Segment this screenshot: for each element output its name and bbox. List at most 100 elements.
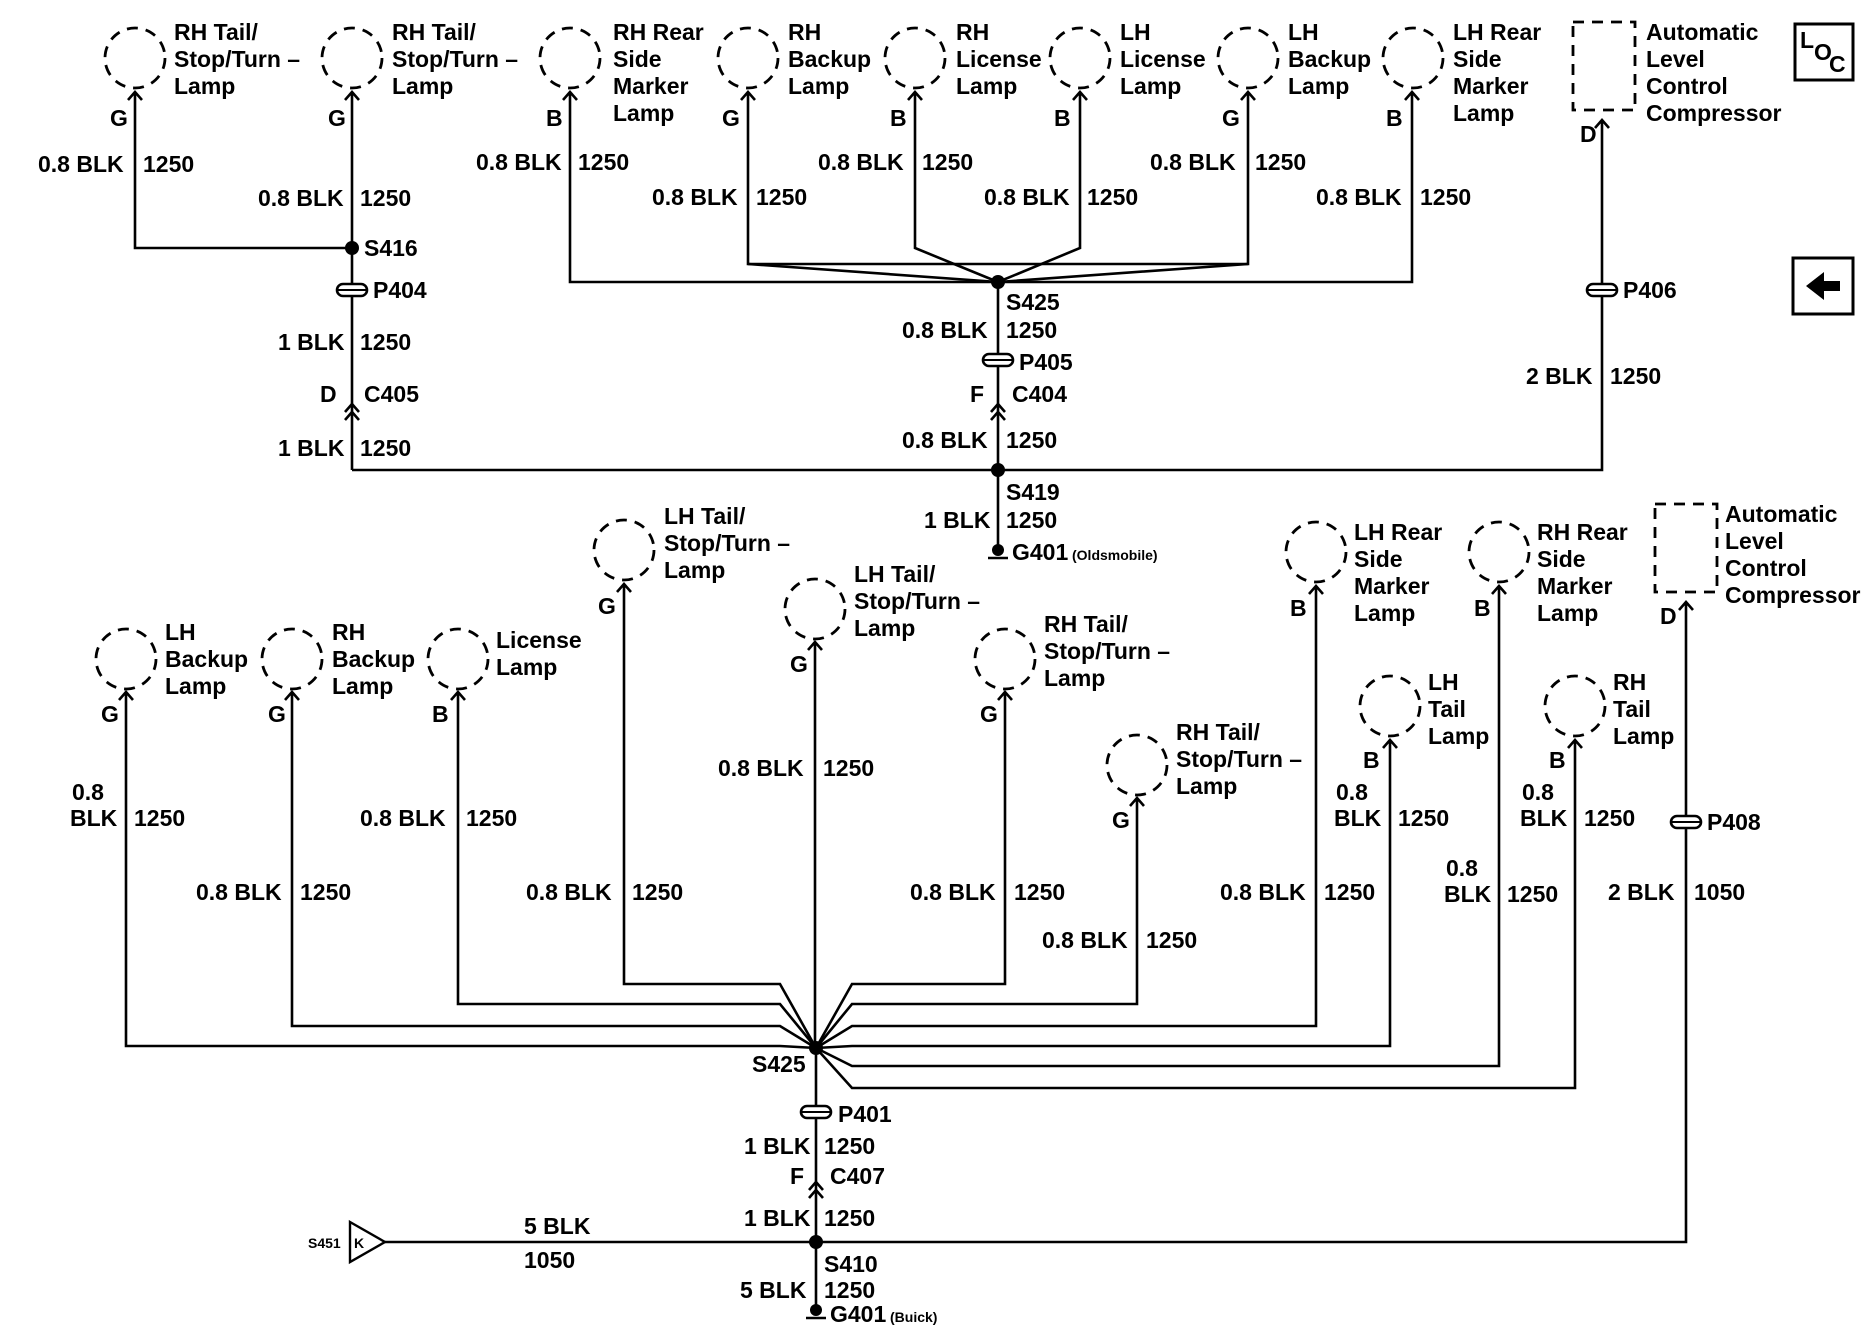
loc-icon: L O C [1793,22,1855,82]
label-line: Backup [788,46,871,72]
pin-b: B [1474,595,1491,621]
pin-g: G [268,701,286,727]
wire-top-bus-b [740,90,1256,266]
label-line: Lamp [1453,100,1514,126]
label-line: Side [1537,546,1586,572]
lamp-lh-backup [1216,26,1280,90]
circuit-number: 1250 [143,151,194,177]
wire-size: 1 BLK [744,1205,811,1231]
connector-label-c407: C407 [830,1163,885,1189]
passthrough-p404 [335,282,369,298]
connector-c405 [344,402,360,421]
label-line: RH [788,19,821,45]
wire-size: 0.8 BLK [526,879,612,905]
ground-g401-buick-icon [806,1304,826,1320]
lamp-lh-backup-b [94,627,158,691]
label-line: LH Rear [1453,19,1541,45]
label-line: Compressor [1725,582,1861,608]
splice-label-s416: S416 [364,235,418,261]
pin-k: K [354,1235,364,1251]
label-rh-tail-b: RH Tail/Stop/Turn –Lamp [392,19,518,99]
ground-label-oldsmobile: (Oldsmobile) [1072,547,1158,563]
lamp-lh-tail [1358,674,1422,738]
label-line: RH Tail/ [1044,611,1129,637]
label-line: Lamp [854,615,915,641]
wire-bottom-ground-bus [385,600,1694,1244]
lamp-symbols-bottom [94,502,1719,797]
lamp-rh-tail [1543,674,1607,738]
passthrough-p401 [799,1104,833,1120]
circuit-number: 1250 [578,149,629,175]
lamp-rh-backup [716,26,780,90]
circuit-number: 1250 [824,1133,875,1159]
label-line: LH [165,619,196,645]
label-line: LH Tail/ [854,561,936,587]
wire-rh-tail-b-trunk [344,90,360,470]
label-line: RH Rear [1537,519,1628,545]
label-line: Marker [1354,573,1429,599]
loc-letter-o: O [1814,39,1832,65]
label-line: Lamp [165,673,226,699]
wire-rh-tail-b [814,796,1145,1049]
wire-size: 0.8 BLK [902,427,988,453]
wire-lh-tail-a [616,582,818,1049]
label-line: LH [1288,19,1319,45]
circuit-number: 1250 [1087,184,1138,210]
splice-s419 [991,463,1005,477]
label-line: Lamp [613,100,674,126]
circuit-number: 1250 [1014,879,1065,905]
splice-s416 [345,241,359,255]
wire-size: 0.8 BLK [984,184,1070,210]
circuit-number: 1250 [1006,317,1057,343]
circuit-number: 1250 [360,329,411,355]
lamp-lh-rear-side-marker [1381,26,1445,90]
label-line: Lamp [1120,73,1181,99]
lamp-rh-backup-b [260,627,324,691]
labels-top: RH Tail/Stop/Turn –Lamp RH Tail/Stop/Tur… [38,19,1782,565]
ground-label-buick: (Buick) [890,1309,937,1325]
pin-b: B [1290,595,1307,621]
passthrough-p408 [1669,814,1703,830]
wire-size: 0.8 BLK [902,317,988,343]
passthrough-label-p404: P404 [373,277,427,303]
lamp-rh-rear-side-marker-b [1467,520,1531,584]
label-line: Stop/Turn – [664,530,790,556]
pin-b: B [432,701,449,727]
label-line: Lamp [1044,665,1105,691]
label-line: Backup [165,646,248,672]
back-arrow-icon[interactable] [1791,256,1855,316]
label-line: RH Tail/ [392,19,477,45]
label-line: Control [1725,555,1807,581]
label-line: Lamp [174,73,235,99]
circuit-number: 1250 [1146,927,1197,953]
label-line: Stop/Turn – [1044,638,1170,664]
label-rh-tail-a: RH Tail/Stop/Turn –Lamp [174,19,300,99]
s451-arrow-icon [348,1219,388,1265]
wire-size: 1 BLK [924,507,991,533]
circuit-number: 1250 [360,185,411,211]
device-automatic-level-control-bottom [1653,502,1719,594]
pin-g: G [598,593,616,619]
wire-size: 0.8 BLK [258,185,344,211]
wire-rh-tail-a [814,690,1013,1049]
connector-label-c405: C405 [364,381,419,407]
circuit-number: 1250 [1610,363,1661,389]
circuit-number: 1250 [300,879,351,905]
connector-c404 [990,402,1006,421]
label-line: Tail [1428,696,1466,722]
pin-g: G [790,651,808,677]
label-line: Stop/Turn – [1176,746,1302,772]
splice-label-s419: S419 [1006,479,1060,505]
label-line: Marker [613,73,688,99]
splice-s425-bottom [809,1041,823,1055]
pin-b: B [890,105,907,131]
splice-label-s425-top: S425 [1006,289,1060,315]
wire-size: BLK [1520,805,1568,831]
